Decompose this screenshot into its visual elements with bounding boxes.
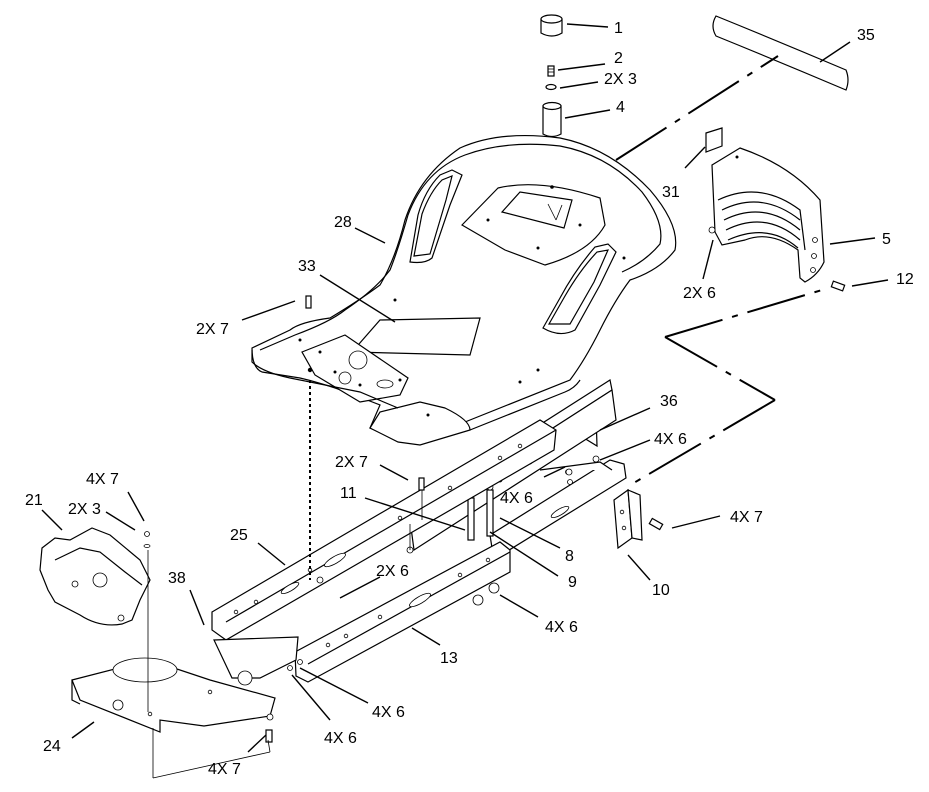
callout-4x6-lower-a: 4X 6 [372, 704, 405, 721]
callout-2x6-upper: 2X 6 [683, 285, 716, 302]
part-bolt-7b [305, 295, 312, 309]
callout-4x6-mid: 4X 6 [500, 490, 533, 507]
callout-35: 35 [857, 27, 875, 44]
part-nut-6-c [565, 468, 573, 476]
leader-lines [41, 23, 889, 753]
callout-2x6-lower: 2X 6 [376, 563, 409, 580]
part-bolt-2 [547, 65, 555, 77]
assembly-lines [147, 55, 823, 779]
callout-10: 10 [652, 582, 670, 599]
callout-1: 1 [614, 20, 623, 37]
part-fender-28 [251, 134, 677, 446]
callout-4x6-lower-b: 4X 6 [324, 730, 357, 747]
part-floor-plate-38 [213, 636, 299, 686]
callout-21: 21 [25, 492, 43, 509]
callout-4x7-bottom: 4X 7 [208, 761, 241, 778]
part-front-bracket-24 [71, 657, 276, 743]
part-nut-6-b [488, 582, 500, 594]
callout-2x3: 2X 3 [604, 71, 637, 88]
callout-24: 24 [43, 738, 61, 755]
part-bumper-strip-35 [712, 15, 849, 91]
part-bolt-7 [418, 477, 425, 491]
callout-33: 33 [298, 258, 316, 275]
part-rear-rail-8 [489, 457, 627, 553]
part-rear-cover-5 [711, 147, 825, 283]
part-decal-31 [705, 127, 723, 153]
part-bracket-10 [613, 488, 664, 550]
part-bushing-4 [542, 101, 562, 138]
callout-9: 9 [568, 574, 577, 591]
callout-31: 31 [662, 184, 680, 201]
callout-36: 36 [660, 393, 678, 410]
part-nut-6-upper [708, 226, 716, 234]
part-front-guard-21 [39, 527, 151, 626]
callout-38: 38 [168, 570, 186, 587]
callout-2x3-left: 2X 3 [68, 501, 101, 518]
callout-11: 11 [340, 485, 357, 502]
callout-2x7-mid: 2X 7 [335, 454, 368, 471]
callout-28: 28 [334, 214, 352, 231]
callout-2: 2 [614, 50, 623, 67]
part-nut-6-d [592, 455, 600, 463]
part-washer-3 [545, 83, 557, 91]
callout-4x7-right: 4X 7 [730, 509, 763, 526]
part-nut-6-a [472, 594, 484, 606]
callout-4x7-left: 4X 7 [86, 471, 119, 488]
callout-25: 25 [230, 527, 248, 544]
callout-5: 5 [882, 231, 891, 248]
part-cap [540, 14, 563, 37]
callout-8: 8 [565, 548, 574, 565]
callout-labels: 1 2 2X 3 4 35 31 5 12 2X 6 28 33 2X 7 36… [25, 20, 914, 778]
callout-12: 12 [896, 271, 914, 288]
part-screw-12 [830, 280, 846, 292]
callout-2x7-upper: 2X 7 [196, 321, 229, 338]
callout-4: 4 [616, 99, 625, 116]
callout-4x6-upper: 4X 6 [654, 431, 687, 448]
fender-holes [298, 185, 626, 417]
callout-13: 13 [440, 650, 458, 667]
part-main-rail-13 [287, 541, 511, 683]
callout-4x6-right: 4X 6 [545, 619, 578, 636]
